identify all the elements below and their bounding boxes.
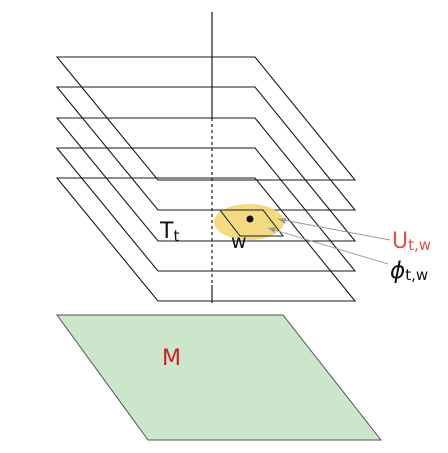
leaf-stack (55, 56, 357, 302)
chart-pointer (267, 227, 389, 265)
leaf-sheet-1 (55, 56, 357, 181)
leaf-sheet-3 (55, 117, 357, 242)
neighborhood-pointer-arrow (278, 218, 286, 224)
leaf-sheet-2 (55, 86, 357, 211)
manifold-plane (56, 314, 383, 441)
neighborhood-chart-patch (218, 209, 285, 237)
leaf-label: Tt (159, 219, 179, 245)
leaf-sheet-4 (55, 147, 357, 272)
chart-label: ϕt,w (390, 258, 428, 284)
manifold-label: M (162, 346, 181, 371)
leaf-sheet-5 (55, 177, 357, 302)
neighborhood-pointer (277, 218, 391, 241)
neighborhood-label: Ut,w (392, 229, 431, 254)
point-w (246, 215, 254, 223)
point-label: w (231, 231, 247, 253)
chart-pointer-arrow (268, 227, 276, 233)
